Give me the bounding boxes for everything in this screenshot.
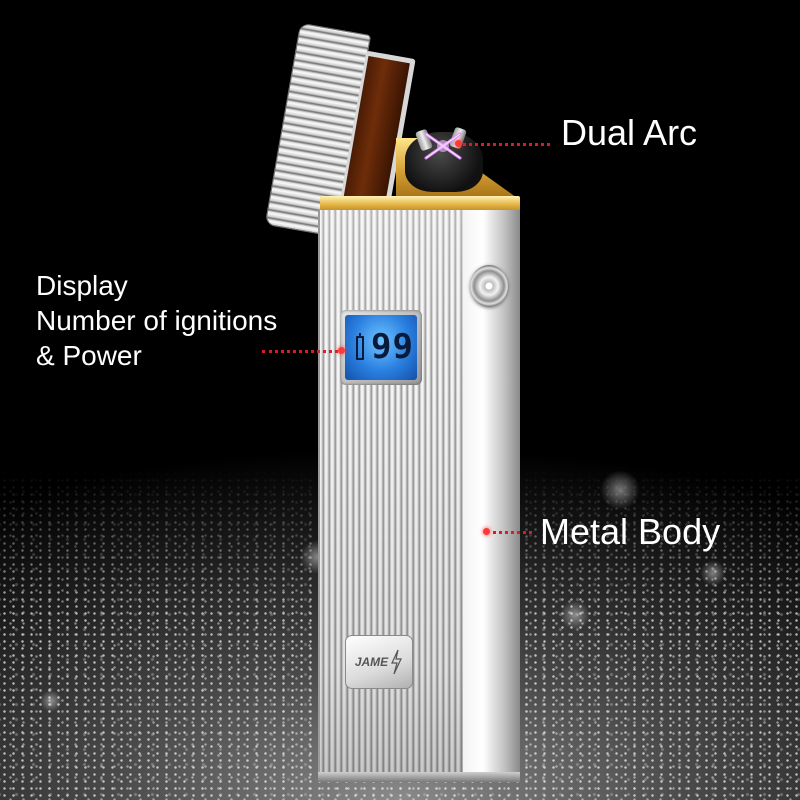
gold-trim-band	[320, 196, 520, 214]
lcd-display: 99	[340, 310, 422, 385]
dual-arc-leader-dot	[455, 140, 462, 147]
ribbed-front-face	[318, 210, 463, 780]
display-label-line2: Number of ignitions	[36, 305, 278, 336]
bokeh-light	[560, 600, 590, 630]
ignition-button[interactable]	[470, 265, 508, 307]
metal-body-leader-line	[486, 531, 532, 534]
display-label-line1: Display	[36, 270, 128, 301]
dual-arc-label: Dual Arc	[561, 112, 698, 153]
bokeh-light	[600, 470, 640, 510]
dual-arc-icon	[424, 132, 462, 160]
dual-arc-leader-line	[458, 143, 550, 146]
body-base	[318, 772, 520, 782]
brand-badge: JAME	[345, 635, 413, 689]
display-label: Display Number of ignitions & Power	[36, 268, 277, 373]
ignition-count: 99	[371, 327, 414, 367]
display-leader-line	[262, 350, 344, 353]
display-leader-dot	[338, 347, 345, 354]
bokeh-light	[40, 690, 62, 712]
battery-icon	[356, 333, 364, 360]
brand-logo: JAME	[354, 655, 389, 669]
bokeh-light	[700, 560, 726, 586]
display-label-line3: & Power	[36, 340, 142, 371]
metal-body-label: Metal Body	[540, 511, 721, 552]
lcd-screen: 99	[345, 315, 417, 380]
metal-body-leader-dot	[483, 528, 490, 535]
lightning-logo-icon	[391, 649, 403, 675]
